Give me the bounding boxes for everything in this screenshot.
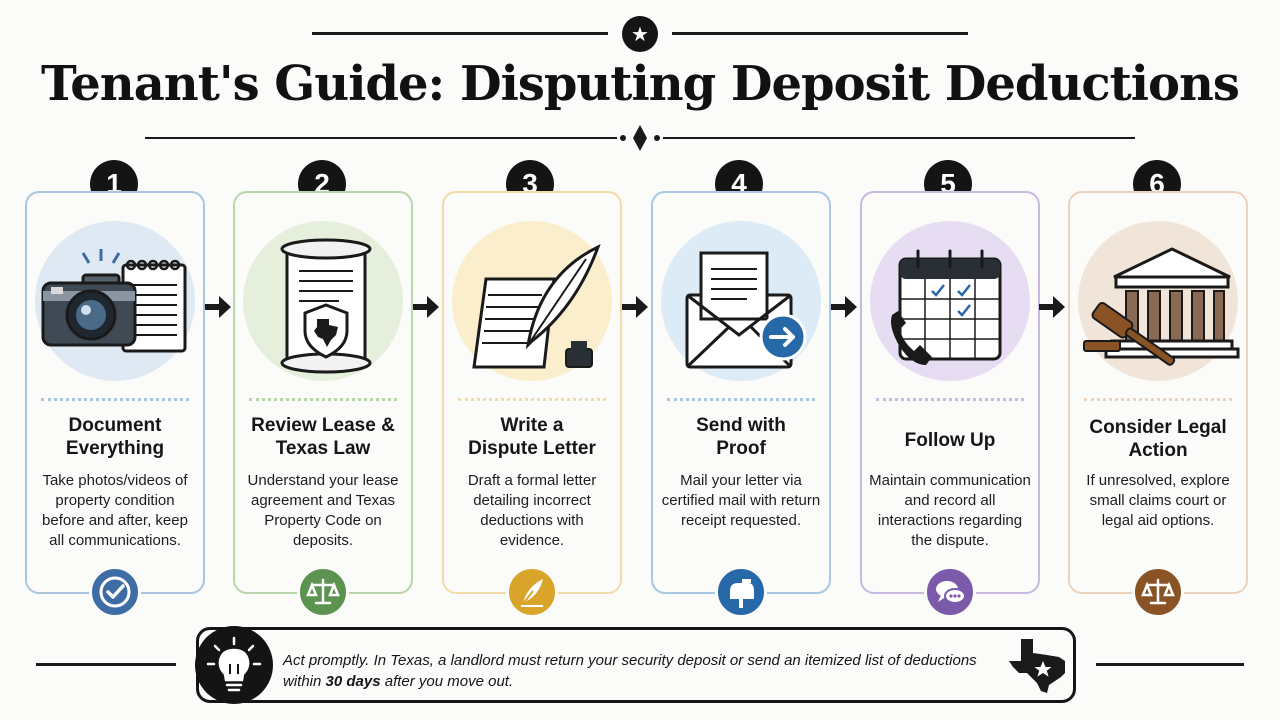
step-6-title-line1: Consider Legal	[1089, 417, 1227, 438]
scales-icon	[1141, 578, 1175, 605]
pen-nib-icon	[521, 579, 543, 607]
courthouse-gavel-icon	[1083, 247, 1240, 366]
step-1-card: Document Everything Take photos/videos o…	[25, 191, 205, 618]
step-3-divider	[458, 398, 606, 401]
step-2-badge	[297, 566, 349, 618]
step-2-divider	[249, 398, 397, 401]
chat-bubbles-icon	[936, 581, 966, 604]
step-5-description: Maintain communication and record all in…	[869, 472, 1031, 549]
step-4-card: Send with Proof Mail your letter via cer…	[651, 191, 831, 618]
step-6-badge	[1132, 566, 1184, 618]
step-6-divider	[1084, 398, 1232, 401]
notice-highlight: 30 days	[325, 673, 381, 690]
bottom-rule-left	[36, 663, 176, 666]
arrow-right-icon	[831, 296, 857, 318]
quill-letter-icon	[472, 244, 601, 369]
step-4-title-line2: Proof	[716, 438, 766, 459]
arrow-right-icon	[1039, 296, 1065, 318]
mailbox-icon	[730, 579, 754, 608]
step-5-divider	[876, 398, 1024, 401]
scales-icon	[306, 578, 340, 605]
step-1-title-line1: Document	[68, 415, 162, 436]
arrow-right-icon	[622, 296, 648, 318]
step-5-title: Follow Up	[868, 429, 1032, 452]
step-3-description: Draft a formal letter detailing incorrec…	[467, 472, 597, 549]
texas-map-icon	[1009, 639, 1065, 693]
step-1-divider	[41, 398, 189, 401]
step-4-title: Send with Proof	[659, 414, 823, 460]
calendar-phone-icon	[891, 249, 1002, 365]
step-1-title-line2: Everything	[65, 438, 165, 459]
step-3-title-line1: Write a	[500, 415, 564, 436]
step-4-description: Mail your letter via certified mail with…	[661, 472, 821, 529]
scroll-shield-icon	[280, 238, 372, 374]
step-4-title-line1: Send with	[696, 415, 786, 436]
step-2-description: Understand your lease agreement and Texa…	[247, 472, 399, 549]
lightbulb-icon	[195, 626, 273, 704]
step-6-title: Consider Legal Action	[1076, 416, 1240, 462]
step-6-description: If unresolved, explore small claims cour…	[1086, 472, 1230, 529]
step-1-badge	[89, 566, 141, 618]
step-6-title-line2: Action	[1128, 440, 1188, 461]
top-rule-left	[312, 32, 608, 35]
star-icon: ★	[622, 16, 658, 52]
step-2-title: Review Lease & Texas Law	[241, 414, 405, 460]
step-5-title-line1: Follow Up	[904, 430, 996, 451]
envelope-send-icon	[685, 251, 807, 369]
step-2-title-line2: Texas Law	[275, 438, 371, 459]
step-1-description: Take photos/videos of property condition…	[42, 472, 188, 549]
step-5-badge	[924, 566, 976, 618]
step-1-title: Document Everything	[33, 414, 197, 460]
top-rule-right	[672, 32, 968, 35]
notice-text-before: Act promptly. In Texas, a landlord must …	[283, 652, 977, 690]
step-3-badge	[506, 566, 558, 618]
step-2-card: Review Lease & Texas Law Understand your…	[233, 191, 413, 618]
bottom-rule-right	[1096, 663, 1244, 666]
step-3-title: Write a Dispute Letter	[450, 414, 614, 460]
notice-box: Act promptly. In Texas, a landlord must …	[195, 626, 1076, 704]
step-3-card: Write a Dispute Letter Draft a formal le…	[442, 191, 622, 618]
checkmark-icon	[99, 576, 131, 608]
step-2-title-line1: Review Lease &	[251, 415, 395, 436]
camera-notepad-icon	[41, 249, 187, 353]
notice-text-after: after you move out.	[380, 673, 514, 690]
diamond-ornament-icon	[617, 125, 663, 151]
step-4-badge	[715, 566, 767, 618]
step-3-title-line2: Dispute Letter	[468, 438, 596, 459]
step-6-card: Consider Legal Action If unresolved, exp…	[1068, 191, 1248, 618]
step-4-divider	[667, 398, 815, 401]
step-5-card: Follow Up Maintain communication and rec…	[860, 191, 1040, 618]
arrow-right-icon	[413, 296, 439, 318]
page-title: Tenant's Guide: Disputing Deposit Deduct…	[41, 56, 1240, 112]
arrow-right-icon	[205, 296, 231, 318]
notice-text: Act promptly. In Texas, a landlord must …	[283, 650, 1003, 692]
